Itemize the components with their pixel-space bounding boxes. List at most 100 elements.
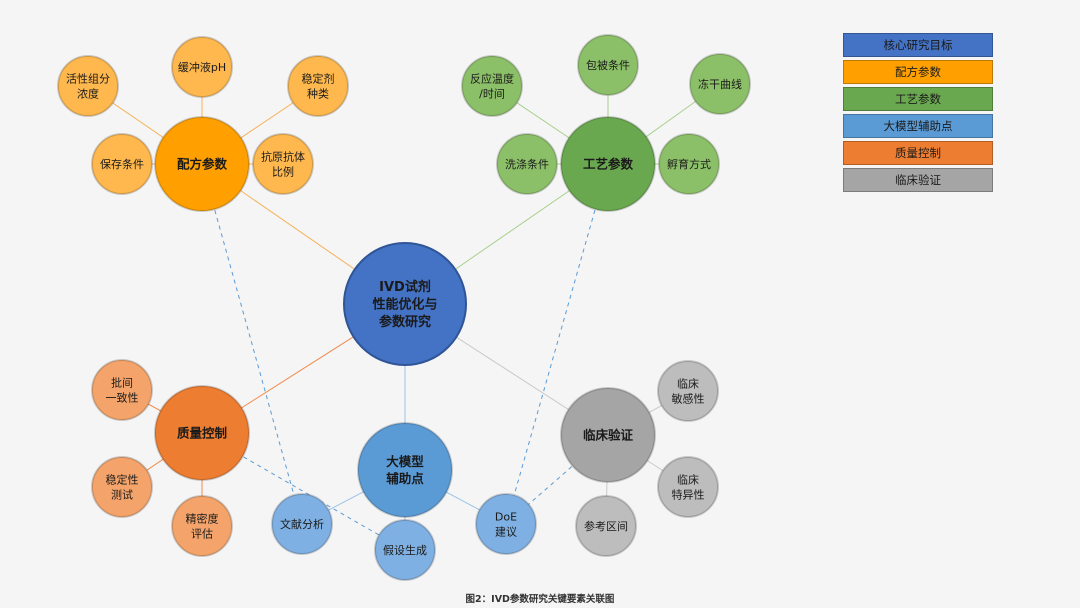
legend-item: 工艺参数 xyxy=(843,87,993,111)
leaf-formula-3-circle xyxy=(91,133,153,195)
center-node-circle xyxy=(343,242,467,366)
leaf-ai-1-circle xyxy=(374,519,436,581)
legend-item: 核心研究目标 xyxy=(843,33,993,57)
leaf-quality-0-label: 一致性 xyxy=(106,390,139,404)
leaf-formula-3-label: 保存条件 xyxy=(100,157,144,171)
leaf-clinical-0-circle xyxy=(657,360,719,422)
figure-caption: 图2：IVD参数研究关键要素关联图 xyxy=(465,594,615,605)
leaf-ai-2-circle xyxy=(475,493,537,555)
leaf-process-2-label: 冻干曲线 xyxy=(698,77,742,91)
leaf-clinical-0-label: 敏感性 xyxy=(672,391,705,405)
hub-formula-label: 配方参数 xyxy=(177,157,228,172)
leaf-process-4-circle xyxy=(658,133,720,195)
hub-clinical-circle xyxy=(560,387,656,483)
hub-ai-circle xyxy=(357,422,453,518)
hub-process-circle xyxy=(560,116,656,212)
hub-clinical-label: 临床验证 xyxy=(583,428,634,443)
leaf-process-0: 反应温度/时间 xyxy=(461,55,523,117)
hub-ai-label: 大模型 xyxy=(386,454,424,469)
leaf-formula-1: 缓冲液pH xyxy=(171,36,233,98)
leaf-process-0-label: /时间 xyxy=(479,87,505,100)
hub-process-label: 工艺参数 xyxy=(583,157,634,172)
leaf-formula-4-label: 比例 xyxy=(272,164,294,178)
leaf-formula-1-circle xyxy=(171,36,233,98)
leaf-ai-2-label: DoE xyxy=(495,511,517,524)
dashed-link-2 xyxy=(201,432,406,551)
leaf-quality-1-label: 测试 xyxy=(111,488,133,501)
hub-quality: 质量控制 xyxy=(154,385,250,481)
leaf-formula-2-circle xyxy=(287,55,349,117)
legend-item: 大模型辅助点 xyxy=(843,114,993,138)
leaf-quality-1-circle xyxy=(91,456,153,518)
leaf-formula-1-label: 缓冲液pH xyxy=(178,60,226,74)
leaf-process-3: 洗涤条件 xyxy=(496,133,558,195)
leaf-ai-1-label: 假设生成 xyxy=(383,543,427,557)
leaf-quality-1-label: 稳定性 xyxy=(106,473,139,487)
leaf-quality-0-label: 批间 xyxy=(111,376,133,390)
leaf-clinical-1-label: 临床 xyxy=(677,473,699,487)
leaf-ai-2-label: 建议 xyxy=(495,524,517,538)
leaf-process-3-circle xyxy=(496,133,558,195)
center-node-label: 性能优化与 xyxy=(372,297,437,313)
leaf-formula-4-label: 抗原抗体 xyxy=(261,150,305,164)
leaf-ai-0: 文献分析 xyxy=(271,493,333,555)
hub-quality-circle xyxy=(154,385,250,481)
leaf-formula-2-label: 种类 xyxy=(307,86,329,100)
leaf-clinical-2: 参考区间 xyxy=(575,495,637,557)
leaf-clinical-2-label: 参考区间 xyxy=(584,519,628,533)
hub-process: 工艺参数 xyxy=(560,116,656,212)
leaf-formula-2-label: 稳定剂 xyxy=(302,72,335,86)
leaf-clinical-1-label: 特异性 xyxy=(672,487,705,501)
leaf-quality-2-label: 评估 xyxy=(191,527,213,540)
leaf-ai-1: 假设生成 xyxy=(374,519,436,581)
legend: 核心研究目标配方参数工艺参数大模型辅助点质量控制临床验证 xyxy=(843,33,993,195)
hub-ai: 大模型辅助点 xyxy=(357,422,453,518)
leaf-process-0-label: 反应温度 xyxy=(470,72,514,86)
leaf-process-3-label: 洗涤条件 xyxy=(505,157,549,171)
center-node-label: 参数研究 xyxy=(379,314,431,330)
hub-clinical: 临床验证 xyxy=(560,387,656,483)
leaf-clinical-1-circle xyxy=(657,456,719,518)
leaf-formula-3: 保存条件 xyxy=(91,133,153,195)
leaf-formula-4-circle xyxy=(252,133,314,195)
leaf-process-1-label: 包被条件 xyxy=(586,58,630,72)
hub-quality-label: 质量控制 xyxy=(177,426,227,441)
leaf-formula-0-label: 浓度 xyxy=(77,86,99,100)
leaf-process-1: 包被条件 xyxy=(577,34,639,96)
leaf-process-4: 孵育方式 xyxy=(658,133,720,195)
hub-formula: 配方参数 xyxy=(154,116,250,212)
leaf-quality-2-label: 精密度 xyxy=(186,512,219,526)
legend-item: 质量控制 xyxy=(843,141,993,165)
leaf-process-0-circle xyxy=(461,55,523,117)
legend-item: 临床验证 xyxy=(843,168,993,192)
leaf-formula-0-circle xyxy=(57,55,119,117)
leaf-process-2: 冻干曲线 xyxy=(689,53,751,115)
leaf-formula-0-label: 活性组分 xyxy=(66,72,110,86)
dashed-link-0 xyxy=(201,163,303,525)
legend-item: 配方参数 xyxy=(843,60,993,84)
leaf-ai-0-circle xyxy=(271,493,333,555)
dashed-link-1 xyxy=(505,163,609,525)
leaf-ai-0-label: 文献分析 xyxy=(280,517,324,531)
leaf-process-1-circle xyxy=(577,34,639,96)
leaf-clinical-2-circle xyxy=(575,495,637,557)
leaf-process-2-circle xyxy=(689,53,751,115)
leaf-clinical-0-label: 临床 xyxy=(677,377,699,391)
leaf-process-4-label: 孵育方式 xyxy=(667,157,711,171)
leaf-quality-0-circle xyxy=(91,359,153,421)
leaf-quality-2-circle xyxy=(171,495,233,557)
hub-formula-circle xyxy=(154,116,250,212)
center-node-label: IVD试剂 xyxy=(379,279,431,295)
hub-ai-label: 辅助点 xyxy=(386,471,424,486)
